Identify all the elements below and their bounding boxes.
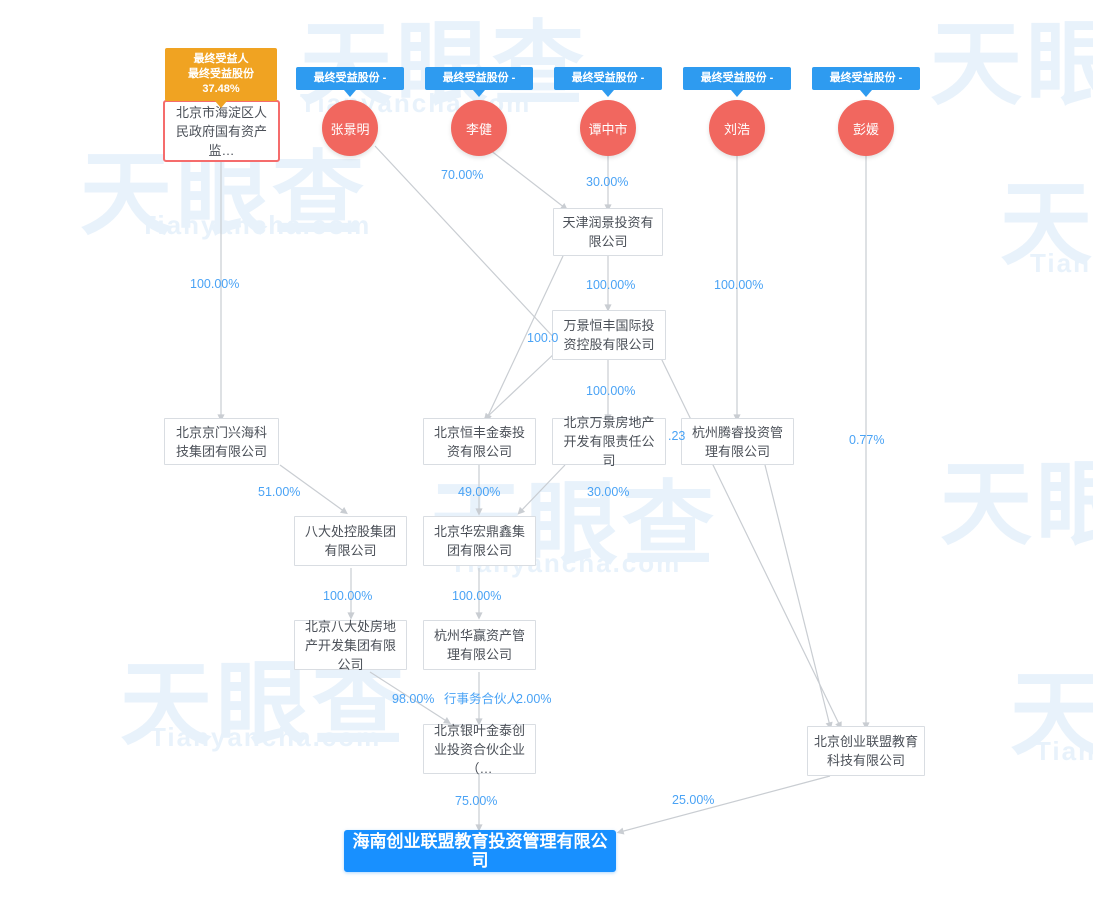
node-label: 北京京门兴海科技集团有限公司 bbox=[175, 424, 267, 459]
edge-percent-label-wanjing-to-fangdi: 100.00% bbox=[586, 384, 636, 398]
tag-share-label: 最终受益股份 - bbox=[442, 72, 516, 84]
edge-percent-label-occluded-023: .23 bbox=[668, 429, 686, 443]
node-label: 北京银叶金泰创业投资合伙企业（… bbox=[433, 722, 525, 776]
node-label: 北京市海淀区人民政府国有资产监… bbox=[175, 104, 267, 158]
edge-percent-label-gp-partner: 行事务合伙人 bbox=[444, 692, 520, 706]
node-person-liu-hao[interactable]: 刘浩 bbox=[709, 100, 765, 156]
node-wanjing-hengfeng[interactable]: 万景恒丰国际投资控股有限公司 bbox=[552, 310, 666, 360]
tag-share-tan-zhongshi: 最终受益股份 - bbox=[554, 67, 662, 97]
node-label: 北京恒丰金泰投资有限公司 bbox=[433, 424, 525, 459]
node-label: 北京八大处房地产开发集团有限公司 bbox=[304, 618, 396, 672]
edge-percent-label-liuhao-to-tengrui: 100.00% bbox=[714, 278, 764, 292]
tag-share-li-jian: 最终受益股份 - bbox=[425, 67, 533, 97]
tag-share-zhang-jingming: 最终受益股份 - bbox=[296, 67, 404, 97]
tag-share-liu-hao: 最终受益股份 - bbox=[683, 67, 791, 97]
node-label: 八大处控股集团有限公司 bbox=[304, 524, 396, 558]
node-label: 万景恒丰国际投资控股有限公司 bbox=[563, 318, 655, 352]
edge-percent-label-hengfeng-to-huahong: 49.00% bbox=[458, 485, 501, 499]
edge-percent-label-haidian-to-jingmen: 100.00% bbox=[190, 277, 240, 291]
tag-share-label: 最终受益股份 - bbox=[571, 72, 645, 84]
edge-percent-label-zhang-li-to-runjing: 70.00% bbox=[441, 168, 484, 182]
node-jingmen-xinghai[interactable]: 北京京门兴海科技集团有限公司 bbox=[164, 418, 279, 465]
node-badachu-holding[interactable]: 八大处控股集团有限公司 bbox=[294, 516, 407, 566]
node-haidian-sasac[interactable]: 北京市海淀区人民政府国有资产监… bbox=[163, 100, 280, 162]
node-hangzhou-huaying[interactable]: 杭州华赢资产管理有限公司 bbox=[423, 620, 536, 670]
node-label: 谭中市 bbox=[588, 121, 628, 137]
edge-percent-label-runjing-to-wanjing: 100.00% bbox=[586, 278, 636, 292]
tag-beneficiary-line2: 最终受益股份 37.48% bbox=[188, 68, 254, 95]
node-label: 杭州腾睿投资管理有限公司 bbox=[691, 424, 783, 459]
node-label: 天津润景投资有限公司 bbox=[562, 215, 654, 249]
node-hangzhou-tengrui[interactable]: 杭州腾睿投资管理有限公司 bbox=[681, 418, 794, 465]
tag-share-label: 最终受益股份 - bbox=[313, 72, 387, 84]
node-label: 李健 bbox=[465, 121, 492, 137]
node-person-li-jian[interactable]: 李健 bbox=[451, 100, 507, 156]
tag-share-label: 最终受益股份 - bbox=[829, 72, 903, 84]
node-label: 刘浩 bbox=[723, 121, 750, 137]
edge-percent-label-cross-to-hengfeng: 100.0 bbox=[527, 331, 559, 345]
node-person-zhang-jingming[interactable]: 张景明 bbox=[322, 100, 378, 156]
node-label: 北京创业联盟教育科技有限公司 bbox=[814, 734, 919, 768]
node-label: 北京万景房地产开发有限责任公司 bbox=[563, 415, 655, 468]
node-label: 杭州华赢资产管理有限公司 bbox=[433, 628, 525, 662]
node-label: 北京华宏鼎鑫集团有限公司 bbox=[433, 524, 525, 558]
tag-share-peng-yuan: 最终受益股份 - bbox=[812, 67, 920, 97]
node-tianjin-runjing[interactable]: 天津润景投资有限公司 bbox=[553, 208, 663, 256]
node-label: 海南创业联盟教育投资管理有限公司 bbox=[352, 832, 608, 870]
node-hainan-chuangye-lianmeng[interactable]: 海南创业联盟教育投资管理有限公司 bbox=[344, 830, 616, 872]
edge-percent-label-huaying-to-yinye: 2.00% bbox=[516, 692, 552, 706]
tag-share-label: 最终受益股份 - bbox=[700, 72, 774, 84]
tag-beneficiary-line1: 最终受益人 bbox=[193, 53, 249, 65]
node-person-peng-yuan[interactable]: 彭媛 bbox=[838, 100, 894, 156]
node-label: 张景明 bbox=[330, 121, 370, 137]
edge-percent-label-tan-to-runjing: 30.00% bbox=[586, 175, 629, 189]
node-beijing-chuangye-lianmeng[interactable]: 北京创业联盟教育科技有限公司 bbox=[807, 726, 925, 776]
node-person-tan-zhongshi[interactable]: 谭中市 bbox=[580, 100, 636, 156]
node-yinye-jintai[interactable]: 北京银叶金泰创业投资合伙企业（… bbox=[423, 723, 536, 776]
node-label: 彭媛 bbox=[852, 121, 879, 137]
tag-beneficiary-person: 最终受益人 最终受益股份 37.48% bbox=[165, 48, 277, 108]
edge-percent-label-jingmen-to-badachu: 51.00% bbox=[258, 485, 301, 499]
edge-percent-label-fangdi-to-huahong: 30.00% bbox=[587, 485, 630, 499]
edge-percent-label-badachu-to-fangdi: 100.00% bbox=[323, 589, 373, 603]
node-huahong-dingxin[interactable]: 北京华宏鼎鑫集团有限公司 bbox=[423, 516, 536, 566]
edge-percent-label-badachufangdi-to-yinye: 98.00% bbox=[392, 692, 435, 706]
edge-percent-label-beijingcyln-to-hainan: 25.00% bbox=[672, 793, 715, 807]
node-wanjing-fangdichan[interactable]: 北京万景房地产开发有限责任公司 bbox=[552, 415, 666, 468]
node-badachu-fangdichan[interactable]: 北京八大处房地产开发集团有限公司 bbox=[294, 619, 407, 672]
node-hengfeng-jintai[interactable]: 北京恒丰金泰投资有限公司 bbox=[423, 418, 536, 465]
edge-percent-label-pengyuan-to-cyln: 0.77% bbox=[849, 433, 885, 447]
edge-percent-label-huahong-to-huaying: 100.00% bbox=[452, 589, 502, 603]
edge-percent-label-yinye-to-hainan: 75.00% bbox=[455, 794, 498, 808]
